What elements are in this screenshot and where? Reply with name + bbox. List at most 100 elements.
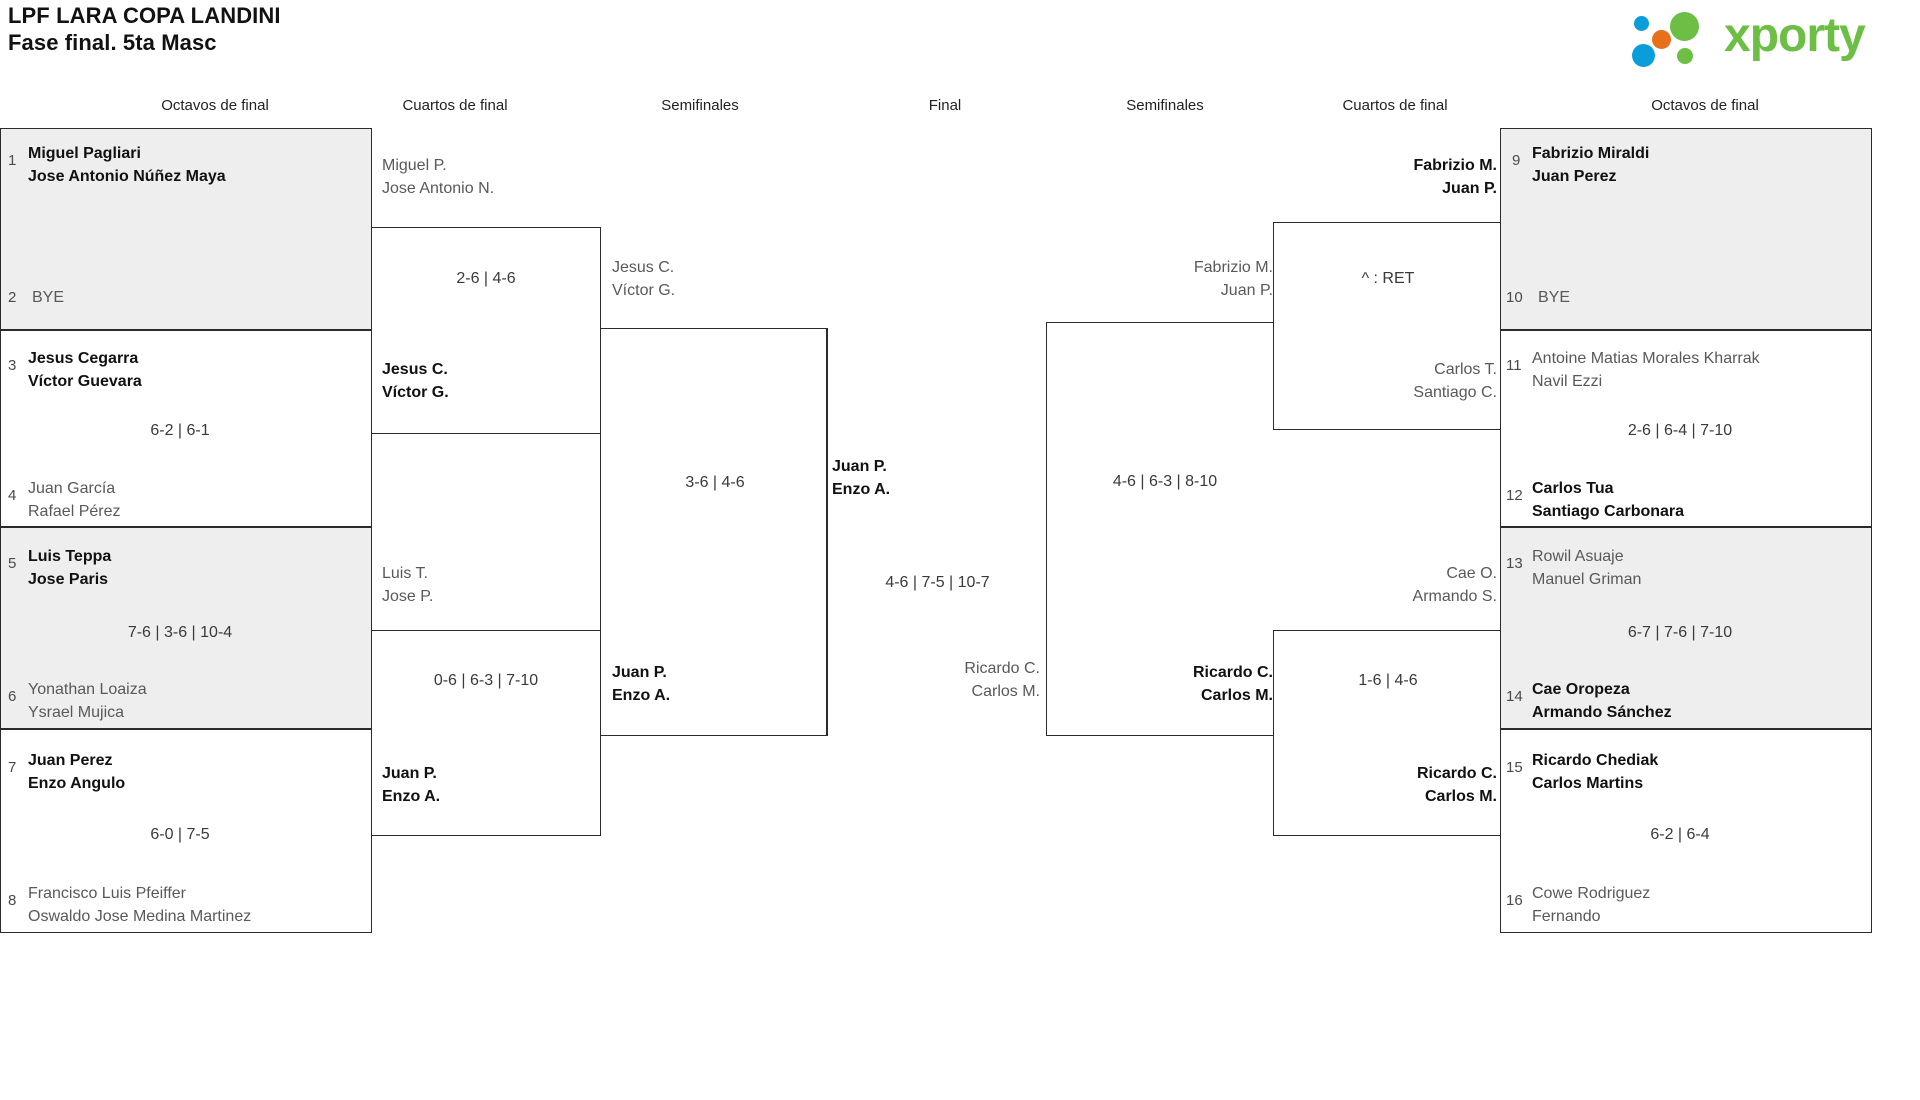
round-header-right-sf: Semifinales — [1126, 97, 1204, 114]
seed-number: 10 — [1506, 289, 1523, 306]
team-name: Carlos T. Santiago C. — [1282, 358, 1497, 404]
seed-number: 14 — [1506, 688, 1523, 705]
match-score: 2-6 | 4-6 — [456, 270, 516, 287]
team-name: BYE — [32, 286, 362, 309]
player-name: BYE — [1538, 289, 1571, 306]
player-name: Enzo A. — [832, 481, 891, 498]
seed-number: 16 — [1506, 892, 1523, 909]
player-name: Miguel P. — [382, 157, 447, 174]
player-name: Carlos Tua — [1532, 480, 1614, 497]
round-header-final: Final — [928, 97, 962, 114]
match-box-right-r16-2[interactable] — [1500, 330, 1872, 527]
round-header-right-r16: Octavos de final — [1651, 97, 1759, 114]
team-name: Jesus C. Víctor G. — [382, 358, 602, 404]
match-box-left-r16-1[interactable] — [0, 128, 372, 330]
team-name: Fabrizio M. Juan P. — [1058, 256, 1273, 302]
player-name: Ricardo C. — [1192, 664, 1273, 681]
logo-dot-orange — [1652, 30, 1671, 49]
player-name: Carlos M. — [971, 683, 1040, 700]
player-name: Víctor G. — [612, 282, 676, 299]
team-name: Fabrizio Miraldi Juan Perez — [1532, 142, 1862, 188]
player-name: Jose Antonio N. — [382, 180, 495, 197]
match-box-right-qf-1[interactable] — [1273, 222, 1501, 430]
seed-number: 4 — [8, 487, 17, 504]
team-name: Miguel P. Jose Antonio N. — [382, 154, 602, 200]
match-box-right-r16-1[interactable] — [1500, 128, 1872, 330]
player-name: Francisco Luis Pfeiffer — [28, 885, 186, 902]
round-header-left-sf: Semifinales — [661, 97, 739, 114]
player-name: Armando Sánchez — [1532, 704, 1672, 721]
seed-number: 13 — [1506, 555, 1523, 572]
match-box-right-sf-1[interactable] — [1046, 322, 1273, 736]
player-name: Ricardo Chediak — [1532, 752, 1659, 769]
match-box-left-qf-2[interactable] — [371, 630, 601, 836]
player-name: Carlos M. — [1424, 788, 1497, 805]
player-name: Jose Paris — [28, 571, 109, 588]
player-name: Enzo A. — [382, 788, 441, 805]
team-name: Juan P. Enzo A. — [612, 661, 827, 707]
player-name: Santiago Carbonara — [1532, 503, 1685, 520]
player-name: Fernando — [1532, 908, 1601, 925]
player-name: Luis Teppa — [28, 548, 112, 565]
team-name: Carlos Tua Santiago Carbonara — [1532, 477, 1872, 523]
team-name: Juan García Rafael Pérez — [28, 477, 358, 523]
player-name: Cae Oropeza — [1532, 681, 1630, 698]
team-name: Yonathan Loaiza Ysrael Mujica — [28, 678, 358, 724]
round-header-left-qf: Cuartos de final — [402, 97, 508, 114]
team-name: Rowil Asuaje Manuel Griman — [1532, 545, 1872, 591]
seed-number: 2 — [8, 289, 17, 306]
player-name: Enzo Angulo — [28, 775, 126, 792]
team-name: Francisco Luis Pfeiffer Oswaldo Jose Med… — [28, 882, 368, 928]
player-name: Luis T. — [382, 565, 428, 582]
match-box-left-r16-2[interactable] — [0, 330, 372, 527]
logo-wordmark: xporty — [1724, 9, 1866, 62]
match-box-right-r16-3[interactable] — [1500, 527, 1872, 729]
logo-dot-green-large — [1670, 12, 1699, 41]
team-name: Luis Teppa Jose Paris — [28, 545, 358, 591]
team-name: Fabrizio M. Juan P. — [1282, 154, 1497, 200]
player-name: Ricardo C. — [1416, 765, 1497, 782]
tournament-name: LPF LARA COPA LANDINI — [8, 3, 281, 28]
logo-dot-blue-small — [1634, 16, 1649, 31]
player-name: Enzo A. — [612, 687, 671, 704]
logo-dots-icon — [1632, 10, 1724, 67]
match-box-left-qf-1[interactable] — [371, 227, 601, 434]
match-score: 2-6 | 6-4 | 7-10 — [1627, 422, 1733, 439]
team-name: Ricardo Chediak Carlos Martins — [1532, 749, 1872, 795]
match-score-final: 4-6 | 7-5 | 10-7 — [885, 574, 990, 591]
match-score: ^ : RET — [1361, 270, 1415, 287]
player-name: Juan P. — [832, 458, 887, 475]
team-name: Ricardo C. Carlos M. — [1058, 661, 1273, 707]
team-name: Jesus C. Víctor G. — [612, 256, 827, 302]
seed-number: 6 — [8, 688, 17, 705]
player-name: Ysrael Mujica — [28, 704, 125, 721]
match-box-left-sf-1[interactable] — [600, 328, 827, 736]
player-name: Rowil Asuaje — [1532, 548, 1624, 565]
player-name: Fabrizio Miraldi — [1532, 145, 1650, 162]
player-name: Yonathan Loaiza — [28, 681, 147, 698]
player-name: Juan P. — [1442, 180, 1497, 197]
seed-number: 9 — [1512, 152, 1521, 169]
connector-final-left — [827, 328, 828, 736]
seed-number: 5 — [8, 555, 17, 572]
player-name: Juan Perez — [28, 752, 113, 769]
match-score: 4-6 | 6-3 | 8-10 — [1112, 473, 1218, 490]
match-score: 6-2 | 6-1 — [150, 422, 210, 439]
match-box-right-qf-2[interactable] — [1273, 630, 1501, 836]
player-name: Jesus Cegarra — [28, 350, 139, 367]
player-name: Jesus C. — [382, 361, 448, 378]
match-score: 6-2 | 6-4 — [1650, 826, 1710, 843]
match-box-left-r16-4[interactable] — [0, 729, 372, 933]
player-name: Antoine Matias Morales Kharrak — [1532, 350, 1760, 367]
match-box-left-r16-3[interactable] — [0, 527, 372, 729]
player-name: Jesus C. — [612, 259, 675, 276]
team-name-final-winner: Juan P. Enzo A. — [832, 455, 1032, 501]
team-name: Juan P. Enzo A. — [382, 762, 602, 808]
team-name: Juan Perez Enzo Angulo — [28, 749, 368, 795]
player-name: Oswaldo Jose Medina Martinez — [28, 908, 252, 925]
team-name: Jesus Cegarra Víctor Guevara — [28, 347, 358, 393]
player-name: Juan P. — [1220, 282, 1273, 299]
match-box-right-r16-4[interactable] — [1500, 729, 1872, 933]
match-score: 0-6 | 6-3 | 7-10 — [433, 672, 539, 689]
